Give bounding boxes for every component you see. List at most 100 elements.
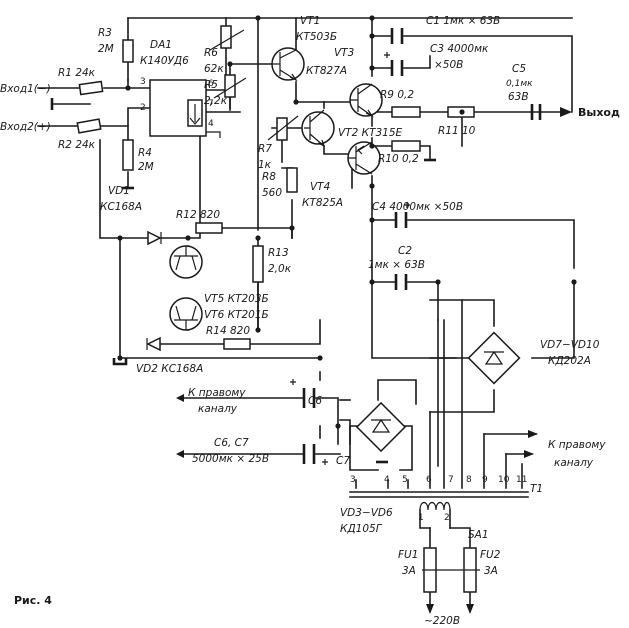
label-vt4: VT4 [310,181,330,193]
resistor-r12 [195,222,223,234]
label-vd1: VD1 [108,185,130,197]
label-input1: Вход1(−) [0,83,51,95]
label-r13: R13 [268,247,289,259]
resistor-r10 [391,140,421,152]
transformer-t1 [419,501,451,511]
label-c5-v: 63В [508,91,529,103]
label-r2: R2 24к [58,139,96,151]
label-c3-v: ×50В [434,59,463,71]
label-c1: С1 1мк × 63В [426,15,500,27]
transistor-vt2 [301,109,335,148]
capacitor-c4 [394,202,410,228]
label-vt1: VT1 [300,15,320,27]
label-r4: R4 [138,147,152,159]
label-da1-type: К140УД6 [140,55,189,67]
label-vt2: VT2 КТ315Е [338,127,403,139]
label-input2: Вход2(+) [0,121,51,133]
resistor-r9 [391,106,421,118]
label-r8: R8 [262,171,276,183]
resistor-r8 [286,167,298,193]
opamp-da1 [149,79,221,138]
capacitor-c6 [290,379,316,408]
resistor-r13 [252,245,264,283]
label-vd2: VD2 КС168А [136,363,203,375]
resistor-r6 [220,25,232,49]
label-r3: R3 [98,27,112,39]
label-fu1: FU1 [398,549,418,561]
pin-da1-2: 2 [140,103,146,113]
resistors [76,25,475,350]
pin-t1-1: 1 [418,513,424,523]
label-c7: С7 [336,455,350,467]
label-r8-val: 560 [262,187,282,199]
label-vd7-vd10-type: КД202А [548,355,591,367]
pin-t1-11: 11 [516,475,527,485]
label-c5-val: 0,1мк [506,79,533,89]
pin-t1-10: 10 [498,475,510,485]
label-r7-val: 1к [258,159,272,171]
label-mains: ~220В [424,615,460,627]
transistor-vt5 [169,245,203,279]
diodes [146,230,521,453]
label-t1: Т1 [530,483,543,495]
label-vt4-type: КТ825А [302,197,343,209]
label-r13-val: 2,0к [268,263,292,275]
figure-label: Рис. 4 [14,594,52,607]
label-c2-val: 1мк × 63В [368,259,425,271]
label-right-channel-top-2: каналу [198,403,238,415]
label-r14: R14 820 [206,325,250,337]
capacitors [290,28,542,465]
capacitor-c7 [302,444,328,465]
label-vd3-vd6-type: КД105Г [340,523,383,535]
label-r6-val: 62к [204,63,224,75]
capacitor-c1 [390,28,404,44]
resistor-r1 [78,80,104,96]
transistors [169,47,383,331]
resistor-r14 [223,338,251,350]
label-c67: С6, С7 [214,437,249,449]
pin-t1-6: 6 [426,475,432,485]
resistor-r2 [76,118,102,134]
junctions [117,15,577,429]
pin-t1-8: 8 [466,475,472,485]
label-r3-val: 2М [98,43,114,55]
label-right-channel-bottom-1: К правому [548,439,606,451]
label-r5: R5 [204,79,218,91]
labels: Вход1(−) Вход2(+) Выход ~220В R1 24к R2 … [0,15,620,627]
label-r1: R1 24к [58,67,96,79]
label-vt3-type: КТ827А [306,65,347,77]
label-c3: С3 4000мк [430,43,489,55]
bridge-vd7-vd10 [467,331,521,385]
label-right-channel-bottom-2: каналу [554,457,594,469]
label-output: Выход [578,106,620,119]
zener-vd2 [146,336,161,352]
transistor-vt1 [271,47,305,82]
transistor-vt3 [349,83,383,118]
pin-da1-3: 3 [140,77,146,87]
label-vd3-vd6: VD3−VD6 [340,507,393,519]
pin-t1-7: 7 [448,475,454,485]
label-c4: С4 4000мк ×50В [372,201,463,213]
zener-vd1 [147,230,162,246]
label-r6: R6 [204,47,218,59]
pin-t1-3: 3 [350,475,356,485]
label-sa1: SA1 [468,529,489,541]
wires [37,17,575,607]
resistor-r3 [122,39,134,63]
pin-da1-4: 4 [208,119,214,129]
pin-da1-7: 7 [208,99,214,109]
pin-t1-5: 5 [402,475,408,485]
label-r12: R12 820 [176,209,220,221]
arrows [176,107,572,614]
resistor-r5 [224,74,236,98]
label-c6: С6 [308,395,322,407]
label-r5-val: 2,2к [204,95,228,107]
transistor-vt6 [169,297,203,331]
resistor-r4 [122,139,134,171]
transistor-vt4 [347,141,381,175]
pin-t1-9: 9 [482,475,488,485]
label-vd7-vd10: VD7−VD10 [540,339,600,351]
label-r4-val: 2М [138,161,154,173]
label-vt5: VT5 КТ203Б [204,293,269,305]
